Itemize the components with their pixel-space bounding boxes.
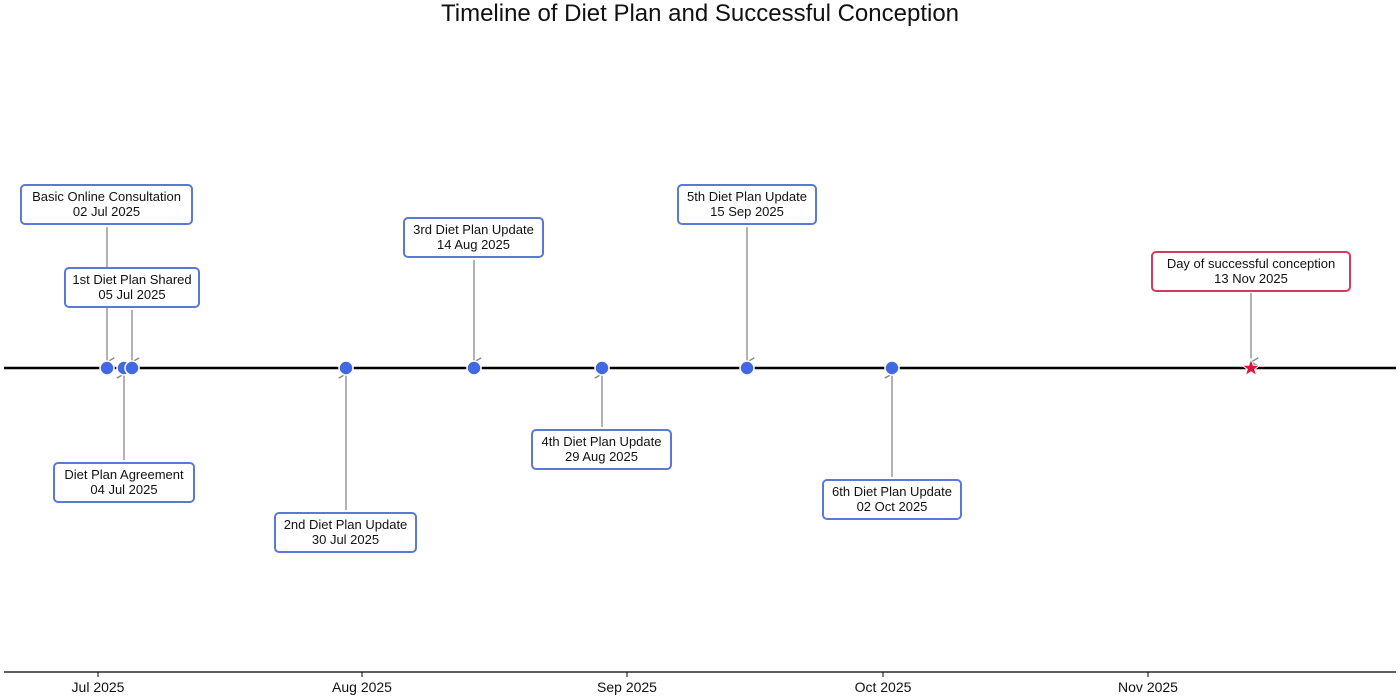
event-marker-2nd-update[interactable] (338, 360, 354, 376)
event-label-basic-consultation: Basic Online Consultation 02 Jul 2025 (20, 184, 193, 225)
event-label-1st-diet-plan: 1st Diet Plan Shared 05 Jul 2025 (64, 267, 200, 308)
event-date: 04 Jul 2025 (90, 482, 158, 497)
event-marker-4th-update[interactable] (594, 360, 610, 376)
event-marker-6th-update[interactable] (884, 360, 900, 376)
event-marker-3rd-update[interactable] (466, 360, 482, 376)
event-marker-1st-diet-plan[interactable] (124, 360, 140, 376)
event-marker-basic-consultation[interactable] (99, 360, 115, 376)
event-title: 5th Diet Plan Update (687, 189, 807, 204)
chart-title: Timeline of Diet Plan and Successful Con… (440, 0, 960, 27)
event-date: 02 Jul 2025 (72, 204, 141, 219)
event-title: 6th Diet Plan Update (832, 484, 952, 499)
x-tick-label: Sep 2025 (597, 679, 657, 695)
event-label-3rd-update: 3rd Diet Plan Update 14 Aug 2025 (403, 217, 544, 258)
event-date: 02 Oct 2025 (856, 499, 928, 514)
event-date: 14 Aug 2025 (436, 237, 511, 252)
event-label-diet-plan-agreement: Diet Plan Agreement 04 Jul 2025 (53, 462, 195, 503)
event-date: 13 Nov 2025 (1214, 271, 1288, 286)
event-title: 1st Diet Plan Shared (72, 272, 192, 287)
x-tick-label: Nov 2025 (1118, 679, 1178, 695)
event-title: Basic Online Consultation (32, 189, 181, 204)
event-title: 2nd Diet Plan Update (283, 517, 408, 532)
event-label-6th-update: 6th Diet Plan Update 02 Oct 2025 (822, 479, 962, 520)
event-title: Diet Plan Agreement (64, 467, 184, 482)
event-title: 3rd Diet Plan Update (413, 222, 534, 237)
event-label-conception: Day of successful conception 13 Nov 2025 (1151, 251, 1351, 292)
event-title: 4th Diet Plan Update (541, 434, 662, 449)
event-label-4th-update: 4th Diet Plan Update 29 Aug 2025 (531, 429, 672, 470)
event-label-5th-update: 5th Diet Plan Update 15 Sep 2025 (677, 184, 817, 225)
event-marker-5th-update[interactable] (739, 360, 755, 376)
event-date: 30 Jul 2025 (311, 532, 380, 547)
star-icon[interactable] (1240, 357, 1262, 377)
event-date: 29 Aug 2025 (564, 449, 639, 464)
event-date: 15 Sep 2025 (710, 204, 784, 219)
x-tick-label: Jul 2025 (71, 679, 125, 695)
event-title: Day of successful conception (1166, 256, 1336, 271)
event-date: 05 Jul 2025 (98, 287, 166, 302)
x-tick-label: Aug 2025 (332, 679, 392, 695)
event-label-2nd-update: 2nd Diet Plan Update 30 Jul 2025 (274, 512, 417, 553)
x-tick-label: Oct 2025 (854, 679, 912, 695)
